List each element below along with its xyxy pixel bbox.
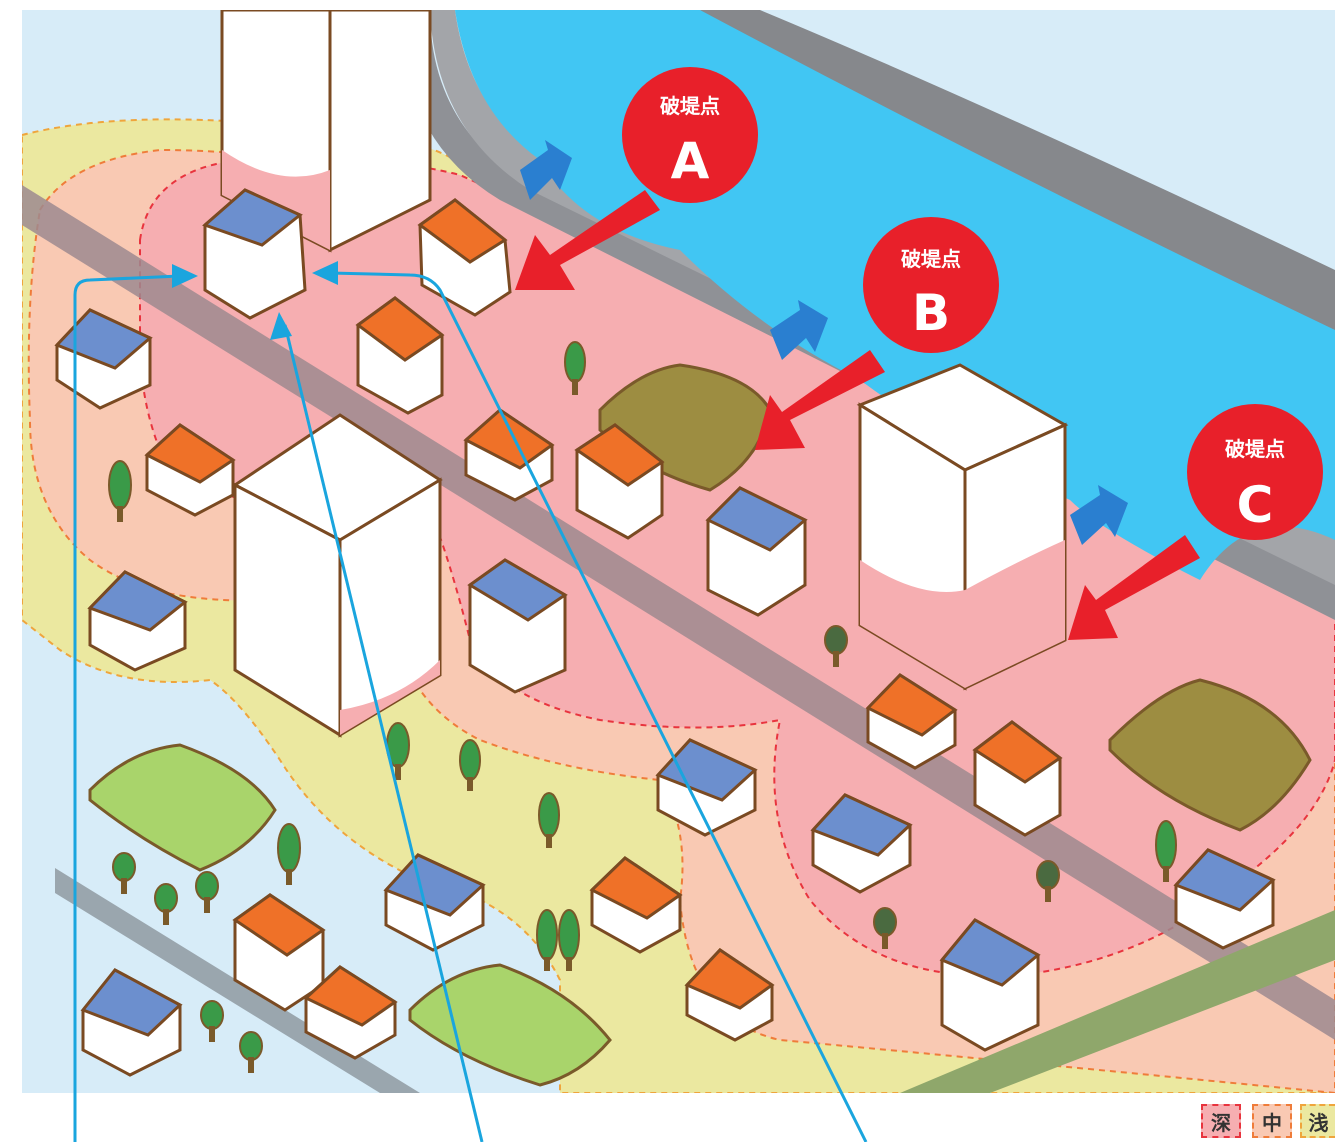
house <box>810 793 913 894</box>
tree-icon <box>564 341 586 395</box>
breach-marker-caption: 破堤点 <box>901 247 961 271</box>
trees <box>108 341 1177 1073</box>
house <box>144 423 236 517</box>
tree-icon <box>112 852 136 894</box>
field-green <box>408 963 612 1087</box>
house <box>383 853 486 952</box>
house <box>54 308 153 410</box>
arrowhead-icon <box>172 264 198 288</box>
grass-strip <box>900 910 1335 1093</box>
house <box>574 423 665 540</box>
house <box>705 486 808 617</box>
house <box>232 893 326 1012</box>
pointer-lines <box>73 271 868 1142</box>
breach-marker-caption: 破堤点 <box>1225 437 1285 461</box>
pointer-line-a <box>73 274 181 1142</box>
tree-icon <box>558 909 580 971</box>
water-flow-icon <box>770 300 828 360</box>
tree-icon <box>536 909 558 971</box>
house <box>655 738 758 837</box>
vegetation <box>88 363 1312 1087</box>
arrowhead-icon <box>270 312 292 340</box>
tree-icon <box>200 1000 224 1042</box>
house <box>463 408 555 502</box>
tree-icon <box>239 1031 263 1073</box>
water-flow-icons <box>520 140 1128 545</box>
house <box>939 918 1041 1052</box>
breach-marker-letter: A <box>671 132 710 190</box>
main-road <box>22 185 1335 1040</box>
tree-icon <box>1036 860 1060 902</box>
field-brown <box>1108 678 1312 832</box>
tree-icon <box>277 823 301 885</box>
buildings <box>54 10 1276 1077</box>
field-green <box>88 743 277 872</box>
house <box>589 856 683 954</box>
house <box>87 570 188 672</box>
pointer-line-b <box>283 324 484 1142</box>
tree-icon <box>108 460 132 522</box>
house <box>80 968 183 1077</box>
tree-icon <box>459 739 481 791</box>
breach-marker-c: 破堤点 C <box>1187 404 1323 540</box>
legend-label: 浅 <box>1308 1110 1329 1135</box>
apartment-building <box>220 10 432 253</box>
house <box>202 188 307 320</box>
breach-arrow-a <box>515 190 660 290</box>
tree-icon <box>873 907 897 949</box>
apartment-building <box>856 363 1069 691</box>
legend-item-deep: 深 <box>1201 1104 1241 1138</box>
breach-arrow-b <box>755 350 885 450</box>
water-flow-icon <box>1070 485 1128 545</box>
tree-icon <box>1155 820 1177 882</box>
breach-marker-letter: C <box>1237 476 1274 534</box>
breach-marker-a: 破堤点 A <box>622 67 758 203</box>
arrowhead-icon <box>312 261 338 285</box>
legend-item-medium: 中 <box>1252 1104 1292 1138</box>
pointer-line-c <box>329 271 868 1142</box>
house <box>417 198 512 317</box>
legend-item-shallow: 浅 <box>1300 1104 1335 1138</box>
breach-marker-caption: 破堤点 <box>660 94 720 118</box>
tree-icon <box>538 792 560 848</box>
breach-arrow-c <box>1068 535 1200 640</box>
tree-icon <box>195 871 219 913</box>
house <box>865 673 958 770</box>
breach-marker-letter: B <box>912 284 950 342</box>
legend-label: 中 <box>1262 1110 1282 1135</box>
house <box>972 720 1063 837</box>
tree-icon <box>154 883 178 925</box>
breach-arrows <box>515 190 1200 640</box>
legend-label: 深 <box>1211 1110 1231 1135</box>
house <box>684 948 775 1042</box>
breach-marker-b: 破堤点 B <box>863 217 999 353</box>
house <box>467 558 568 694</box>
house <box>355 296 445 415</box>
house <box>1173 848 1276 950</box>
far-bank <box>700 10 1335 330</box>
pointer-arrowheads <box>172 261 338 340</box>
water-flow-icon <box>520 140 572 200</box>
tree-icon <box>824 625 848 667</box>
house <box>303 965 398 1060</box>
apartment-building <box>232 413 443 738</box>
